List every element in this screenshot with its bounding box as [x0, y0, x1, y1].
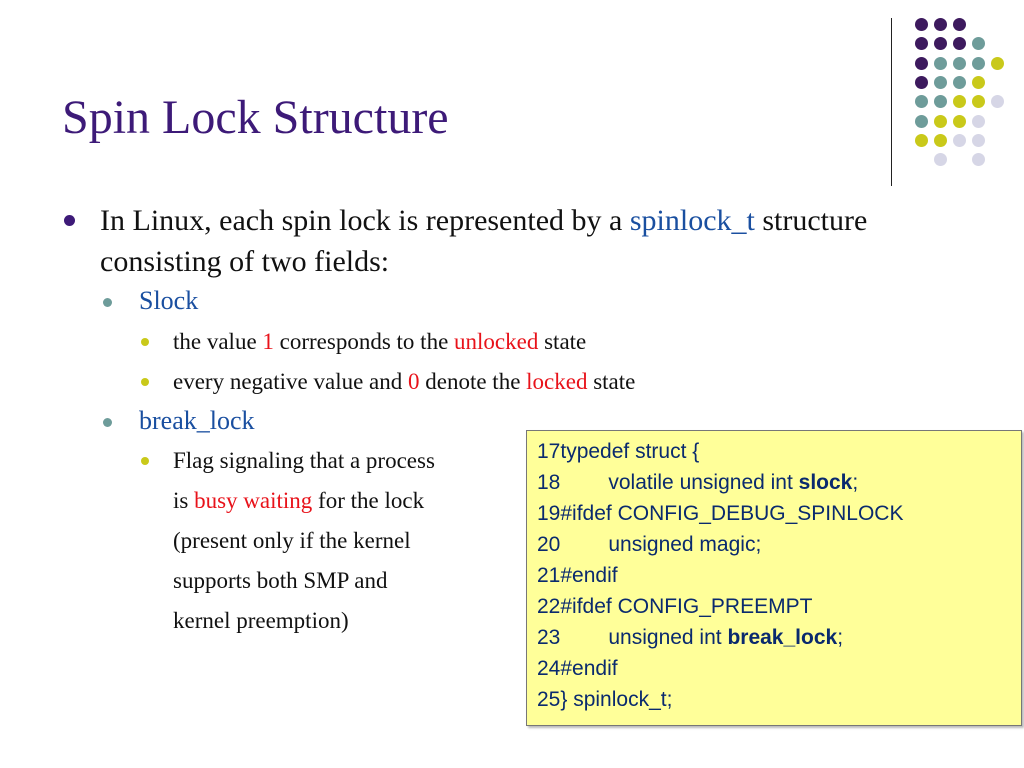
- decor-dot: [953, 134, 966, 147]
- slock-label: Slock: [139, 286, 199, 315]
- decor-dot: [953, 76, 966, 89]
- decor-dot: [991, 95, 1004, 108]
- bullet-text: In Linux, each spin lock is represented …: [100, 204, 868, 278]
- decor-dot: [953, 95, 966, 108]
- code-keyword-slock: slock: [798, 471, 853, 494]
- decor-dot: [972, 95, 985, 108]
- bullet-dot: [103, 298, 112, 307]
- decor-dot: [934, 153, 947, 166]
- bullet-dot: [141, 378, 149, 386]
- code-line: 24 #endif: [537, 657, 618, 680]
- decor-dot: [934, 134, 947, 147]
- decor-dot: [915, 18, 928, 31]
- decor-dot: [991, 57, 1004, 70]
- decor-dot: [972, 57, 985, 70]
- code-line: 22 #ifdef CONFIG_PREEMPT: [537, 595, 813, 618]
- code-line: 19 #ifdef CONFIG_DEBUG_SPINLOCK: [537, 502, 904, 525]
- decor-dot: [972, 37, 985, 50]
- decor-dot: [915, 115, 928, 128]
- desc-line: is busy waiting for the lock: [173, 488, 425, 513]
- bullet-dot: [103, 418, 112, 427]
- decor-dot: [915, 134, 928, 147]
- bullet-dot: [64, 215, 75, 226]
- decor-dot: [953, 57, 966, 70]
- bullet-dot: [141, 338, 149, 346]
- spinlock-t-term: spinlock_t: [629, 204, 755, 237]
- desc-line: kernel preemption): [173, 608, 349, 633]
- decor-dot: [972, 153, 985, 166]
- desc-line: (present only if the kernel: [173, 528, 411, 553]
- decor-dot: [934, 37, 947, 50]
- decor-dot: [934, 57, 947, 70]
- busy-waiting-term: busy waiting: [194, 488, 313, 513]
- decor-dot: [972, 134, 985, 147]
- break-lock-label: break_lock: [139, 406, 255, 435]
- desc-line: Flag signaling that a process: [173, 448, 435, 473]
- decor-dot: [953, 37, 966, 50]
- slide-title: Spin Lock Structure: [62, 91, 449, 144]
- decor-dot: [915, 37, 928, 50]
- decor-dot: [972, 76, 985, 89]
- desc-line: supports both SMP and: [173, 568, 388, 593]
- code-keyword-break-lock: break_lock: [727, 626, 838, 649]
- decor-dot: [915, 57, 928, 70]
- decor-dot: [934, 115, 947, 128]
- code-line: 21 #endif: [537, 564, 618, 587]
- decor-dot: [915, 95, 928, 108]
- decor-dot: [953, 115, 966, 128]
- divider-line: [891, 18, 892, 186]
- code-line: 17 typedef struct {: [537, 440, 700, 463]
- decor-dot: [953, 18, 966, 31]
- code-line: 25 } spinlock_t;: [537, 688, 673, 711]
- decor-dot: [934, 76, 947, 89]
- decor-dot: [972, 115, 985, 128]
- decor-dot: [934, 95, 947, 108]
- decor-dot: [934, 18, 947, 31]
- bullet-dot: [141, 457, 149, 465]
- decor-dot: [915, 76, 928, 89]
